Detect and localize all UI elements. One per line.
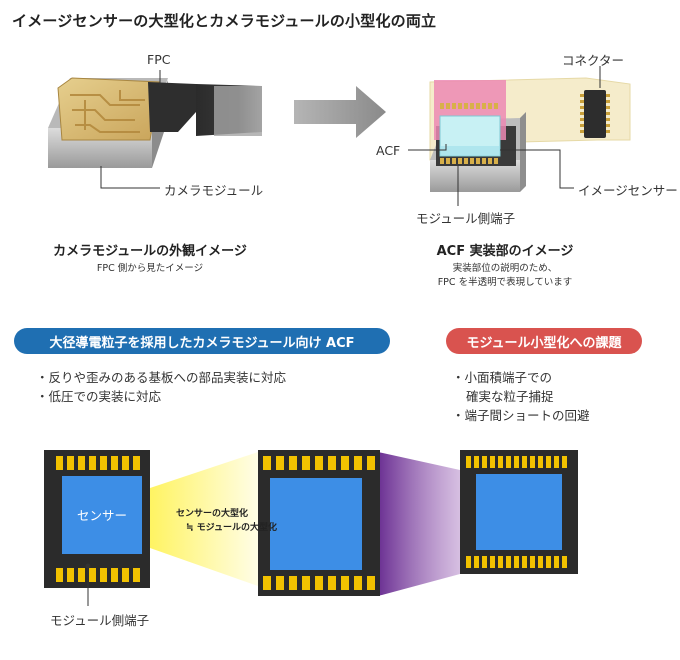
page-title: イメージセンサーの大型化とカメラモジュールの小型化の両立 — [12, 12, 437, 30]
connector-icon — [584, 90, 606, 138]
arrow-text-line1: センサーの大型化 — [176, 509, 249, 519]
arrow-text-line2: ≒ モジュールの大型化 — [186, 523, 278, 533]
camera-module-illustration — [48, 70, 262, 189]
small-sensor — [62, 476, 142, 554]
camera-module-label: カメラモジュール — [164, 183, 264, 198]
large-sensor — [270, 478, 362, 570]
right-bullet-1: ・小面積端子での — [452, 370, 553, 385]
acf-label: ACF — [376, 143, 401, 158]
large-module-pads — [263, 456, 375, 590]
size-comparison-diagram — [44, 450, 578, 606]
left-caption-title: カメラモジュールの外観イメージ — [53, 244, 247, 259]
left-bullet-1: ・反りや歪みのある基板への部品実装に対応 — [36, 370, 287, 385]
module-terminal-label: モジュール側端子 — [416, 211, 516, 226]
right-caption-sub-1: 実装部位の説明のため、 — [452, 263, 558, 274]
left-bullet-2: ・低圧での実装に対応 — [36, 389, 162, 404]
acf-feature-pill: 大径導電粒子を採用したカメラモジュール向け ACF — [14, 328, 390, 354]
small-module-pads — [56, 456, 140, 582]
shrink-wedge — [378, 452, 460, 596]
dense-module-pads — [466, 456, 567, 568]
dense-sensor — [476, 474, 562, 550]
right-bullet-3: ・端子間ショートの回避 — [452, 408, 590, 423]
right-bullet-2: 確実な粒子捕捉 — [466, 389, 554, 404]
left-caption-sub: FPC 側から見たイメージ — [96, 263, 204, 274]
acf-module-illustration — [408, 66, 631, 206]
connector-label: コネクター — [562, 53, 625, 68]
image-sensor-label: イメージセンサー — [578, 183, 678, 198]
miniaturization-issue-pill: モジュール小型化への課題 — [446, 328, 642, 354]
bottom-terminal-label: モジュール側端子 — [50, 613, 150, 628]
transition-arrow-icon — [294, 86, 386, 138]
fpc-label: FPC — [147, 52, 171, 67]
right-caption-title: ACF 実装部のイメージ — [436, 244, 574, 259]
sensor-label: センサー — [76, 508, 127, 523]
right-caption-sub-2: FPC を半透明で表現しています — [437, 277, 573, 288]
expansion-glow — [150, 452, 258, 586]
